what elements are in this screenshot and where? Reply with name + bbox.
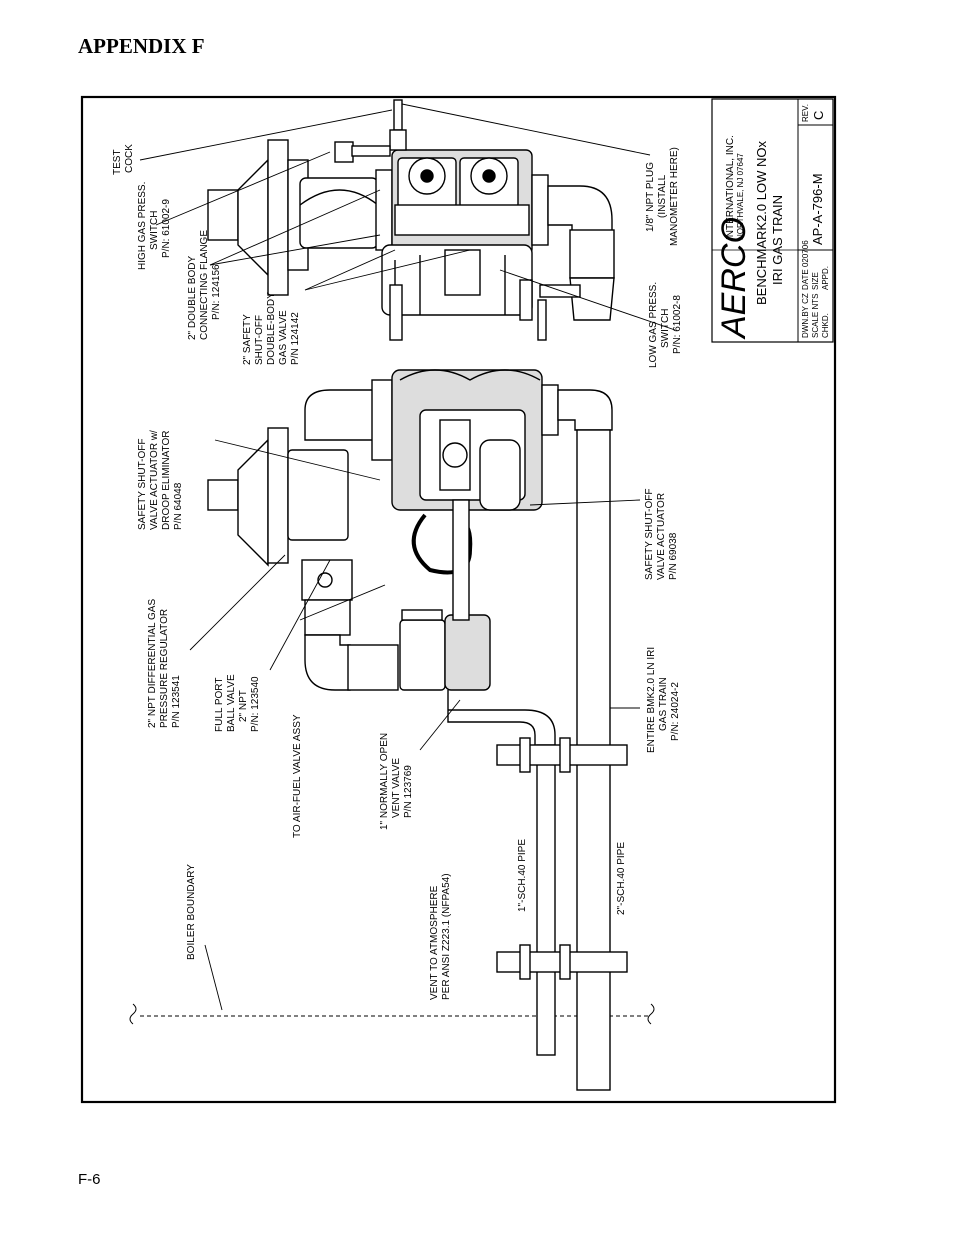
- label-npt-plug-2: (INSTALL: [657, 174, 668, 218]
- dwn-by: DWN.BY CZ: [801, 293, 810, 338]
- leader-lines: [139, 103, 676, 1011]
- pipe-1-inch: [536, 744, 556, 1056]
- label-actuator-droop-2: VALVE ACTUATOR w/: [149, 430, 160, 530]
- svg-text:AERCO: AERCO: [715, 217, 753, 340]
- label-test-cock-1: TEST: [112, 149, 123, 175]
- lower-valve-assembly: [207, 369, 613, 751]
- label-boiler-boundary: BOILER BOUNDARY: [186, 864, 197, 960]
- label-actuator-droop-4: P/N 64048: [173, 482, 184, 530]
- label-actuator-3: P/N 69038: [668, 532, 679, 580]
- drawing-number: AP-A-796-M: [810, 173, 825, 245]
- date: DATE 020706: [801, 240, 810, 290]
- label-low-gas-3: P/N: 61002-8: [672, 295, 683, 354]
- label-npt-plug-1: 1/8" NPT PLUG: [645, 162, 656, 232]
- label-pipe-2: 2"-SCH.40 PIPE: [616, 842, 627, 915]
- label-ballvalve-4: P/N: 123540: [250, 676, 261, 732]
- label-high-gas-2: SWITCH: [149, 211, 160, 250]
- label-dbvalve-3: DOUBLE-BODY: [266, 292, 277, 365]
- label-ballvalve-3: 2" NPT: [238, 690, 249, 722]
- rev-value: C: [811, 111, 826, 120]
- label-flange-1: 2" DOUBLE BODY: [187, 256, 198, 340]
- drawing-title-line1: BENCHMARK2.0 LOW NOx: [754, 141, 769, 305]
- label-actuator-1: SAFETY SHUT-OFF: [644, 489, 655, 581]
- label-pipe-1: 1"-SCH.40 PIPE: [517, 839, 528, 912]
- label-dbvalve-5: P/N 124142: [290, 312, 301, 365]
- label-actuator-droop-1: SAFETY SHUT-OFF: [137, 439, 148, 531]
- label-vent-atm-2: PER ANSI Z223.1 (NFPA54): [441, 873, 452, 1000]
- label-flange-3: P/N: 124156: [211, 264, 222, 320]
- label-actuator-2: VALVE ACTUATOR: [656, 493, 667, 580]
- chkd: CHKD.: [821, 313, 830, 338]
- label-actuator-droop-3: DROOP ELIMINATOR: [161, 431, 172, 530]
- label-flange-2: CONNECTING FLANGE: [199, 230, 210, 340]
- drawing-title-line2: IRI GAS TRAIN: [770, 195, 785, 285]
- appd: APPD.: [821, 266, 830, 290]
- company-line1: INTERNATIONAL, INC.: [725, 135, 736, 240]
- rev-label: REV.: [801, 104, 810, 122]
- label-test-cock-2: COCK: [124, 144, 135, 173]
- title-block: [711, 98, 834, 343]
- size: SIZE: [811, 272, 820, 290]
- label-regulator-3: P/N 123541: [171, 675, 182, 728]
- label-high-gas-1: HIGH GAS PRESS.: [137, 182, 148, 270]
- label-high-gas-3: P/N: 61002-9: [161, 199, 172, 258]
- label-low-gas-1: LOW GAS PRESS.: [648, 282, 659, 368]
- label-ballvalve-2: BALL VALVE: [226, 674, 237, 732]
- label-vent-valve-3: P/N 123769: [403, 765, 414, 818]
- label-entire-train-3: P/N: 24024-2: [670, 682, 681, 741]
- label-dbvalve-4: GAS VALVE: [278, 310, 289, 365]
- aerco-logo: AERCO: [715, 217, 753, 340]
- pipes: [452, 429, 628, 1091]
- label-ballvalve-1: FULL PORT: [214, 678, 225, 732]
- label-entire-train-2: GAS TRAIN: [658, 677, 669, 731]
- drawing-border: [80, 95, 837, 1104]
- label-npt-plug-3: MANOMETER HERE): [669, 147, 680, 246]
- label-regulator-2: PRESSURE REGULATOR: [159, 609, 170, 728]
- label-entire-train-1: ENTIRE BMK2.0 LN IRI: [646, 647, 657, 753]
- appendix-title: APPENDIX F: [78, 34, 205, 58]
- company-line2: NORTHVALE, NJ 07647: [736, 153, 745, 240]
- label-low-gas-2: SWITCH: [660, 309, 671, 348]
- scale: SCALE NTS: [811, 294, 820, 338]
- label-dbvalve-1: 2" SAFETY: [242, 314, 253, 365]
- label-vent-valve-2: VENT VALVE: [391, 758, 402, 818]
- label-vent-atm-1: VENT TO ATMOSPHERE: [429, 885, 440, 1000]
- upper-valve-assembly: [207, 99, 615, 341]
- label-regulator-1: 2" NPT DIFFERENTIAL GAS: [147, 599, 158, 728]
- label-vent-valve-1: 1" NORMALLY OPEN: [379, 733, 390, 830]
- page-number: F-6: [78, 1171, 101, 1188]
- label-air-fuel: TO AIR-FUEL VALVE ASSY: [292, 714, 303, 838]
- label-dbvalve-2: SHUT-OFF: [254, 315, 265, 365]
